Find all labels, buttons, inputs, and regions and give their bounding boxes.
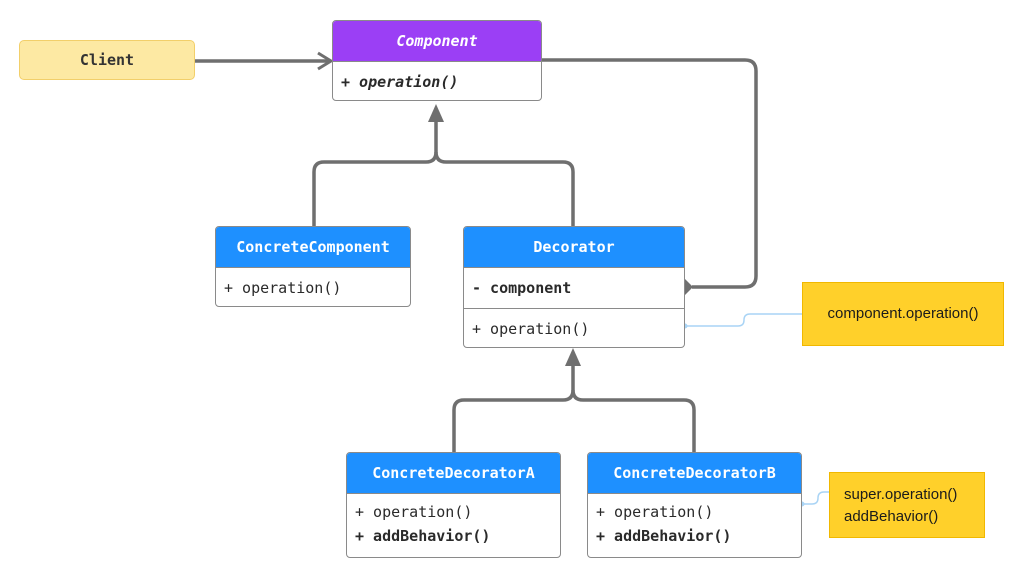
decorator-class: Decorator - component + operation() xyxy=(463,226,685,348)
note-decorator-b: super.operation() addBehavior() xyxy=(829,472,985,538)
client-label: Client xyxy=(79,51,135,69)
note-link-decorator-b xyxy=(802,491,829,505)
concrete-decorator-b-title: ConcreteDecoratorB xyxy=(588,453,801,494)
concrete-component-title: ConcreteComponent xyxy=(216,227,410,268)
concrete-decorator-b-members: + operation() + addBehavior() xyxy=(588,494,801,548)
note-decorator-b-line-2: addBehavior() xyxy=(844,508,939,525)
concrete-decorator-a-class: ConcreteDecoratorA + operation() + addBe… xyxy=(346,452,561,558)
concrete-decorator-b-method: + operation() xyxy=(596,503,714,521)
concrete-decorator-a-extra-method: + addBehavior() xyxy=(355,527,491,545)
concrete-decorator-b-extra-method: + addBehavior() xyxy=(596,527,732,545)
note-decorator-b-line-1: super.operation() xyxy=(844,486,958,503)
concrete-component-class: ConcreteComponent + operation() xyxy=(215,226,411,307)
decorator-title: Decorator xyxy=(464,227,684,268)
client-box: Client xyxy=(19,40,195,80)
concrete-decorator-a-title: ConcreteDecoratorA xyxy=(347,453,560,494)
note-decorator-operation: component.operation() xyxy=(802,282,1004,346)
decorator-aggregation-line xyxy=(540,58,758,289)
component-method: + operation() xyxy=(341,73,459,91)
note-decorator-operation-text: component.operation() xyxy=(827,305,979,322)
note-link-decorator xyxy=(686,313,802,327)
client-arrow-head xyxy=(317,51,334,71)
component-inheritance-arrow-head xyxy=(428,104,444,122)
concrete-component-method: + operation() xyxy=(224,279,342,297)
decorator-inheritance-line xyxy=(434,151,575,226)
decorator-b-inheritance-line xyxy=(571,389,696,452)
component-title: Component xyxy=(333,21,541,62)
decorator-a-inheritance-line xyxy=(452,364,575,452)
decorator-method: + operation() xyxy=(472,320,590,338)
concrete-decorator-b-class: ConcreteDecoratorB + operation() + addBe… xyxy=(587,452,802,558)
concrete-decorator-a-method: + operation() xyxy=(355,503,473,521)
component-class: Component + operation() xyxy=(332,20,542,101)
decorator-field: - component xyxy=(464,268,684,309)
concrete-decorator-a-members: + operation() + addBehavior() xyxy=(347,494,560,548)
decorator-inheritance-arrow-head xyxy=(565,348,581,366)
concrete-component-inheritance-line xyxy=(312,120,438,226)
